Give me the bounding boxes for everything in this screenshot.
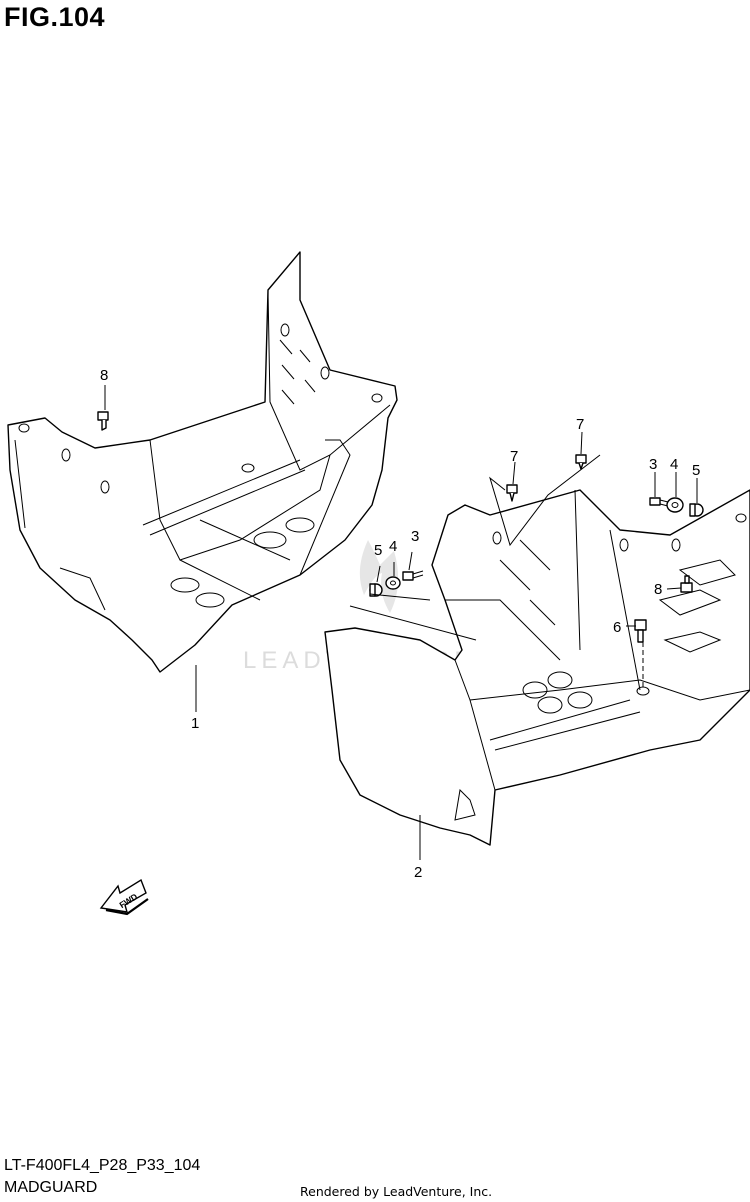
callout-5-left: 5 — [374, 542, 382, 559]
callout-5-right: 5 — [692, 462, 700, 479]
callout-7b: 7 — [576, 416, 584, 433]
right-clip-7a-icon[interactable] — [506, 484, 518, 502]
watermark-flame-icon — [359, 540, 399, 613]
callout-3-left: 3 — [411, 528, 419, 545]
callout-8-left: 8 — [100, 367, 108, 384]
left-mudguard[interactable] — [7, 251, 398, 673]
callout-4-left: 4 — [389, 538, 397, 555]
right-bolt-5-icon[interactable] — [689, 503, 704, 517]
leader-lines — [104, 385, 698, 860]
callout-4-right: 4 — [670, 456, 678, 473]
credit-text: Rendered by LeadVenture, Inc. — [300, 1184, 493, 1199]
figure-name: MADGUARD — [4, 1179, 98, 1196]
right-bolt-3-icon[interactable] — [649, 497, 669, 507]
left-washer-4-icon[interactable] — [385, 576, 401, 590]
callout-6: 6 — [613, 619, 621, 636]
left-bolt-8-icon[interactable] — [97, 411, 109, 431]
fwd-arrow-icon: FWD — [99, 878, 149, 916]
callouts: 8 1 2 5 4 3 7 7 3 4 5 8 6 — [100, 367, 700, 881]
callout-8-right: 8 — [654, 581, 662, 598]
right-bolt-8-icon[interactable] — [680, 575, 693, 593]
left-bolt-5-icon[interactable] — [369, 583, 383, 597]
figure-title: FIG.104 — [4, 2, 106, 32]
callout-7a: 7 — [510, 448, 518, 465]
model-code: LT-F400FL4_P28_P33_104 — [4, 1157, 201, 1174]
callout-1: 1 — [191, 715, 199, 732]
callout-3-right: 3 — [649, 456, 657, 473]
right-mudguard[interactable] — [324, 489, 750, 846]
left-bolt-3-icon[interactable] — [402, 570, 424, 581]
callout-2: 2 — [414, 864, 422, 881]
right-washer-4-icon[interactable] — [666, 497, 684, 513]
